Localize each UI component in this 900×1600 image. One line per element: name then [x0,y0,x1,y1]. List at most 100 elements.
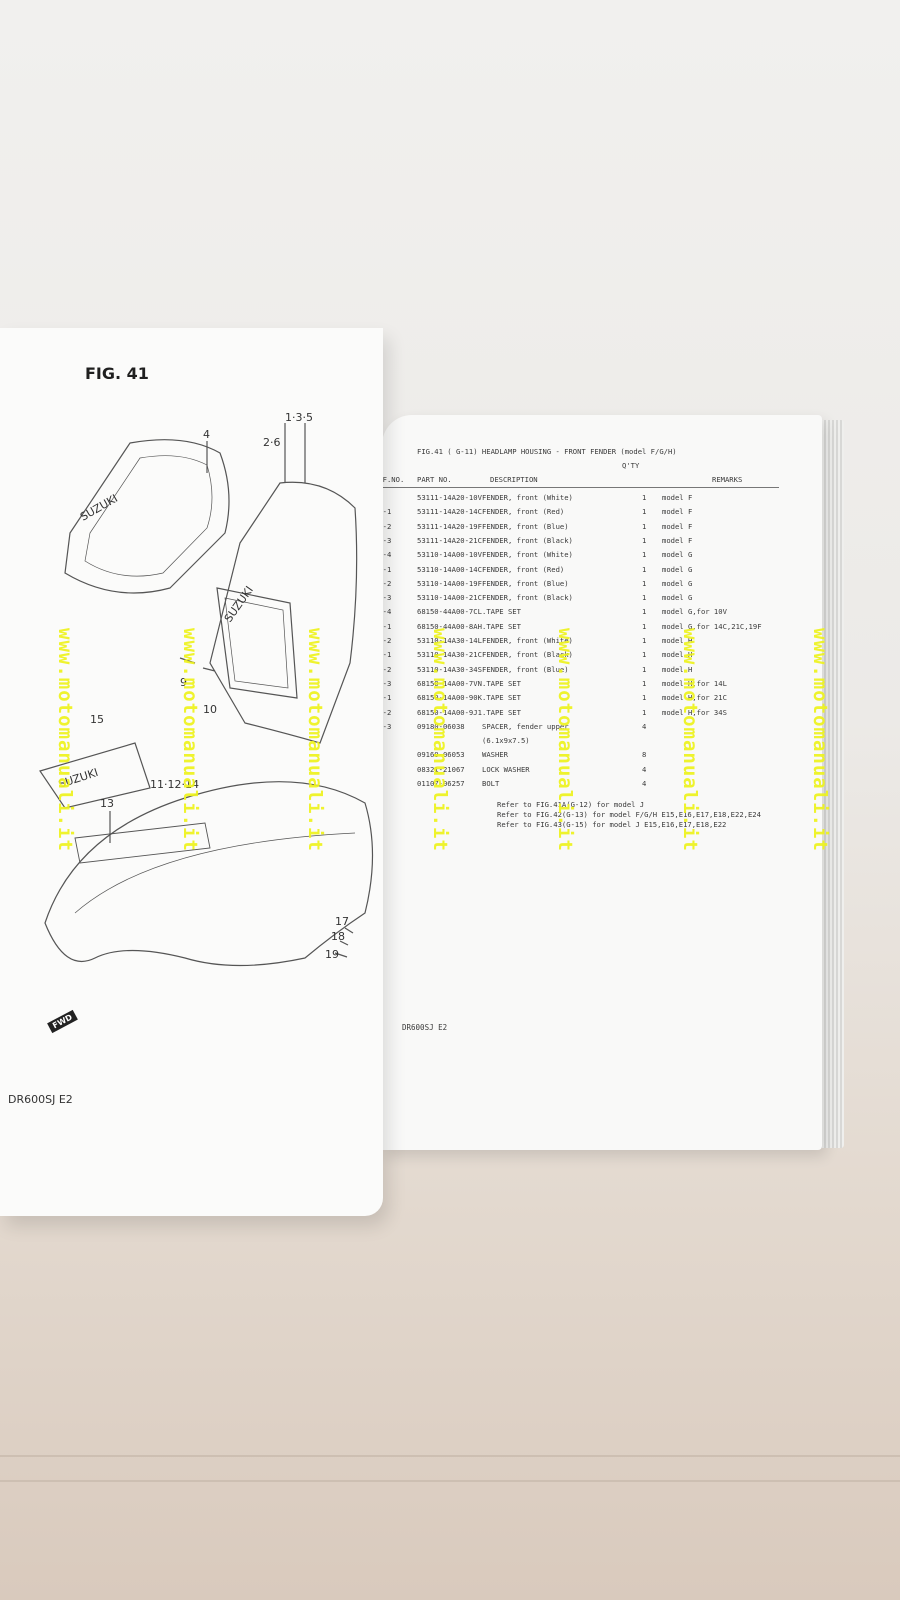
watermark-text: www.motomanuali.it [554,628,576,852]
headlamp-opening [216,587,298,699]
callout-10: 10 [203,703,217,716]
part-no-cell: 68150-44A00-7CL [417,607,482,617]
qty-cell: 1 [642,636,647,645]
left-page-footer: DR600SJ E2 [8,1093,73,1106]
qty-cell: 1 [642,707,647,717]
qty-cell: 4 [642,764,647,774]
headlamp-opening-inner [224,597,289,689]
remarks-cell: model H,for 21C [662,693,727,703]
description-cell: FENDER, front (Black) [482,593,573,603]
qty-cell: 4 [642,779,647,788]
parts-list-header: FIG.41 ( G-11) HEADLAMP HOUSING - FRONT … [417,447,677,456]
refer-note: Refer to FIG.41A(G-12) for model J [497,800,645,809]
watermark-text: www.motomanuali.it [179,628,201,852]
qty-cell: 1 [642,564,647,574]
watermark-text: www.motomanuali.it [54,628,76,852]
parts-list-page: FIG.41 ( G-11) HEADLAMP HOUSING - FRONT … [374,415,822,1150]
header-rule [377,487,779,488]
qty-cell: 1 [642,593,647,603]
col-desc: DESCRIPTION [490,475,538,484]
qty-cell: 1 [642,664,647,674]
description-cell: .TAPE SET [482,707,521,717]
part-no-cell: 09160-06053 [417,750,465,760]
col-part: PART NO. [417,475,452,484]
watermark-text: www.motomanuali.it [809,628,831,852]
callout-1-3-5: 1·3·5 [285,413,313,424]
callout-15: 15 [90,713,104,726]
remarks-cell: model H [662,650,693,660]
number-plate-part [64,439,230,594]
remarks-cell: model G,for 10V [662,607,727,617]
part-no-cell: 53110-14A30-21C [417,650,482,660]
number-plate-inner [84,455,213,577]
qty-cell: 1 [642,507,647,517]
remarks-cell: model F [662,521,693,531]
exploded-diagram-page: FIG. 41 SUZU [0,328,383,1216]
remarks-cell: model H [662,636,693,645]
remarks-cell: model G [662,578,693,588]
fender-tape-part [74,822,211,864]
qty-cell: 1 [642,535,647,545]
fender-ridge [74,832,356,914]
remarks-cell: model H [662,664,693,674]
front-fender-part [44,781,374,967]
description-cell: FENDER, front (Red) [482,564,565,574]
part-no-cell: 68150-14A00-7VN [417,678,482,688]
refer-note: Refer to FIG.42(G-13) for model F/G/H E1… [497,810,761,819]
callout-17: 17 [335,915,349,928]
remarks-cell: model F [662,507,693,517]
callout-2-6: 2·6 [263,436,281,449]
qty-cell: 1 [642,521,647,531]
remarks-cell: model H,for 34S [662,707,727,717]
remarks-cell: model F [662,493,693,502]
part-no-cell: 68150-14A00-90K [417,693,482,703]
right-page-footer: DR600SJ E2 [402,1023,448,1032]
col-ref: REF.NO. [374,475,405,484]
qty-cell: 4 [642,721,647,731]
remarks-cell: model H,for 14L [662,678,727,688]
part-no-cell: 53110-14A00-21C [417,593,482,603]
description-cell: FENDER, front (Blue) [482,578,569,588]
description-cell: SPACER, fender upper [482,721,569,731]
part-no-cell: 53110-14A00-10V [417,550,482,560]
part-no-cell: 08321-21067 [417,764,465,774]
part-no-cell: 53110-14A30-34S [417,664,482,674]
description-cell: FENDER, front (Black) [482,650,573,660]
part-no-cell: 68150-44A00-8AH [417,621,482,631]
remarks-cell: model G [662,593,693,603]
callout-18: 18 [331,930,345,943]
headlamp-housing-part [209,481,358,744]
watermark-text: www.motomanuali.it [429,628,451,852]
callout-11-12-14: 11·12·14 [150,778,199,791]
qty-cell: 1 [642,550,647,560]
suzuki-logo-plate: SUZUKI [78,492,120,524]
qty-header: Q'TY [622,461,640,470]
qty-cell: 1 [642,607,647,617]
description-cell: FENDER, front (Blue) [482,664,569,674]
callout-4: 4 [203,428,210,441]
part-no-cell: 53110-14A00-19F [417,578,482,588]
manual-book: FIG.41 ( G-11) HEADLAMP HOUSING - FRONT … [0,320,850,1220]
part-no-cell: 53111-14A20-10V [417,493,482,502]
callout-9: 9 [180,676,187,689]
qty-cell: 1 [642,578,647,588]
remarks-cell: model F [662,535,693,545]
description-cell: FENDER, front (Blue) [482,521,569,531]
part-no-cell: 53111-14A20-19F [417,521,482,531]
description-cell: .TAPE SET [482,678,521,688]
qty-cell: 1 [642,621,647,631]
qty-cell: 1 [642,650,647,660]
qty-cell: 1 [642,678,647,688]
description-cell: WASHER [482,750,508,760]
fender-decal-part [39,742,151,809]
description-cell: FENDER, front (White) [482,636,573,645]
description-cell: .TAPE SET [482,621,521,631]
callout-19: 19 [325,948,339,961]
description-cell: BOLT [482,779,500,788]
